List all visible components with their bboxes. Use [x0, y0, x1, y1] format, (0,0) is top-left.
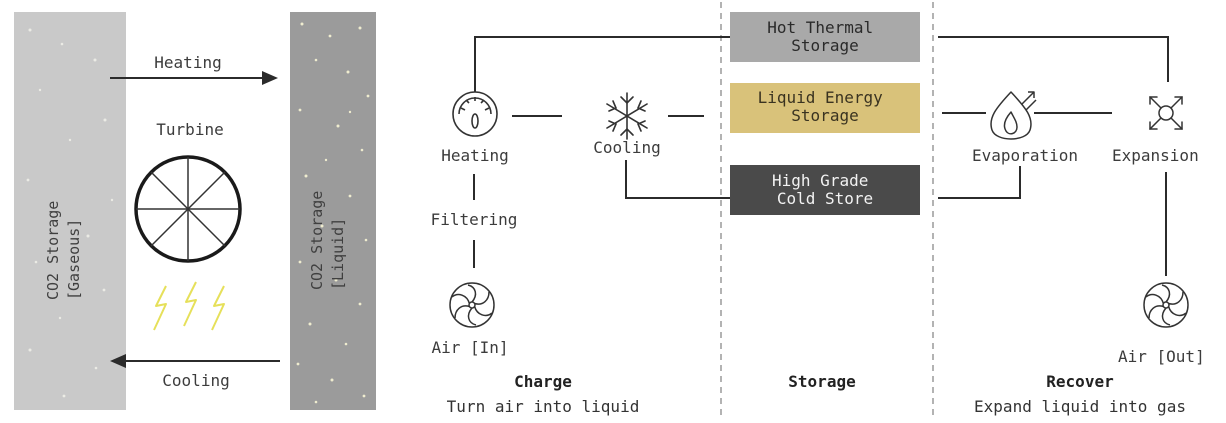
cooling-to-cold-connector — [625, 160, 730, 199]
lightning-icon — [153, 281, 225, 331]
co2-liquid-column — [290, 12, 376, 410]
heating-node-label: Heating — [441, 146, 508, 165]
top-arrow-label: Heating — [154, 53, 221, 72]
flame-drop-icon — [990, 91, 1037, 140]
air-in-label: Air [In] — [431, 338, 508, 357]
cold-store-return-connector — [938, 166, 1021, 199]
recover-subtitle: Expand liquid into gas — [974, 397, 1186, 416]
heating-arrow — [110, 71, 278, 85]
expand-arrows-icon — [1149, 96, 1183, 130]
turbine-wheel-icon — [134, 155, 242, 263]
co2-liquid-column-label: CO2 Storage [Liquid] — [308, 182, 347, 290]
hot-storage-connector — [474, 36, 730, 92]
fan-icon — [1143, 282, 1189, 328]
hot-thermal-storage-box — [730, 12, 920, 62]
air-out-label: Air [Out] — [1118, 347, 1205, 366]
evaporation-node-label: Evaporation — [972, 146, 1078, 165]
expansion-node-label: Expansion — [1112, 146, 1199, 165]
gauge-icon — [452, 91, 498, 137]
snowflake-icon — [606, 92, 648, 140]
charge-subtitle: Turn air into liquid — [447, 397, 640, 416]
storage-title: Storage — [788, 372, 855, 391]
hot-storage-return-connector — [938, 36, 1169, 82]
fan-icon — [449, 282, 495, 328]
recover-title: Recover — [1046, 372, 1113, 391]
recover-panel: Evaporation Expansion Air [Out] Reco — [938, 36, 1205, 416]
charge-title: Charge — [514, 372, 572, 391]
charge-panel: Heating Cooling Filtering Air [In] — [431, 36, 730, 416]
gaseous-speckles — [26, 28, 114, 398]
turbine-label: Turbine — [156, 120, 223, 139]
high-grade-cold-store-label: High Grade Cold Store — [772, 171, 878, 208]
filtering-node-label: Filtering — [431, 210, 518, 229]
co2-gaseous-column — [14, 12, 126, 410]
co2-gaseous-column-label: CO2 Storage [Gaseous] — [44, 192, 83, 300]
hot-thermal-storage-label: Hot Thermal Storage — [767, 18, 883, 55]
liquid-energy-storage-box — [730, 83, 920, 133]
cooling-arrow — [110, 354, 280, 368]
liquid-energy-storage-label: Liquid Energy Storage — [758, 88, 893, 125]
bottom-arrow-label: Cooling — [162, 371, 229, 390]
high-grade-cold-store-box — [730, 165, 920, 215]
liquid-speckles — [296, 22, 370, 404]
co2-cycle-panel: CO2 Storage [Gaseous] CO2 Storage [Liqui… — [14, 12, 376, 410]
storage-panel: Hot Thermal Storage Liquid Energy Storag… — [730, 12, 920, 391]
cooling-node-label: Cooling — [593, 138, 660, 157]
